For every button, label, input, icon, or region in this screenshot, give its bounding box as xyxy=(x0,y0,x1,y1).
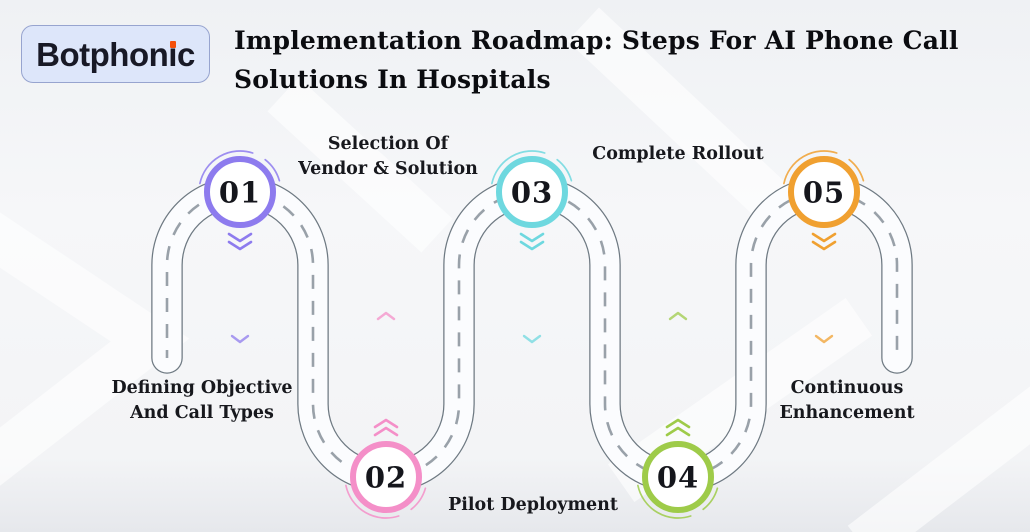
step-label-line: And Call Types xyxy=(130,402,274,423)
step-label-line: Continuous xyxy=(790,378,904,398)
step-number: 02 xyxy=(365,460,407,494)
step-circle xyxy=(788,156,860,228)
mid-chevron-up-icon xyxy=(668,311,688,321)
decor-arc xyxy=(264,158,281,182)
road-centerline xyxy=(165,190,899,479)
step-circle xyxy=(642,441,714,513)
step-number: 03 xyxy=(511,175,553,209)
logo-text-after-i: c xyxy=(176,35,195,73)
double-chevron-up-icon xyxy=(665,418,691,429)
road-edge xyxy=(151,176,913,493)
decor-arc xyxy=(410,487,427,511)
step-circle xyxy=(350,441,422,513)
logo-text-before-i: Botphon xyxy=(36,35,169,73)
page-title: Implementation Roadmap: Steps For AI Pho… xyxy=(234,21,1014,99)
step-label-04: Complete Rollout xyxy=(592,142,763,167)
decor-arc xyxy=(199,150,254,185)
double-chevron-down-icon xyxy=(811,240,837,251)
decor-arc xyxy=(491,150,546,185)
mid-chevron-down-icon xyxy=(522,334,542,344)
page-title-line1: Implementation Roadmap: Steps For AI Pho… xyxy=(234,26,959,55)
double-chevron-up-icon xyxy=(373,418,399,429)
decor-arc xyxy=(345,484,400,519)
decor-arc xyxy=(556,158,573,182)
step-02: 02 xyxy=(345,311,427,519)
steps-layer: 01 02 03 04 05 xyxy=(199,150,865,519)
step-label-line: Vendor & Solution xyxy=(298,158,478,179)
double-chevron-up-icon xyxy=(373,426,399,437)
step-circle xyxy=(204,156,276,228)
step-label-line: Enhancement xyxy=(779,402,915,423)
step-label-line: Pilot Deployment xyxy=(448,495,618,515)
decor-arc xyxy=(702,487,719,511)
mid-chevron-down-icon xyxy=(814,334,834,344)
road-surface xyxy=(152,177,912,492)
double-chevron-up-icon xyxy=(665,426,691,437)
step-number: 04 xyxy=(657,460,699,494)
step-number: 01 xyxy=(219,175,261,209)
double-chevron-down-icon xyxy=(519,232,545,243)
step-05: 05 xyxy=(783,150,865,344)
step-label-03: Pilot Deployment xyxy=(448,493,618,518)
step-label-02: Selection Of Vendor & Solution xyxy=(298,132,478,181)
decor-arc xyxy=(783,150,838,185)
road xyxy=(151,176,913,493)
step-04: 04 xyxy=(637,311,719,519)
mid-chevron-down-icon xyxy=(230,334,250,344)
double-chevron-down-icon xyxy=(519,240,545,251)
step-label-line: Selection Of xyxy=(327,134,449,154)
step-label-line: Complete Rollout xyxy=(592,144,764,164)
page-title-line2: Solutions In Hospitals xyxy=(234,65,551,94)
decor-arc xyxy=(848,158,865,182)
step-01: 01 xyxy=(199,150,281,344)
double-chevron-down-icon xyxy=(811,232,837,243)
double-chevron-down-icon xyxy=(227,232,253,243)
logo-i-dot xyxy=(169,40,176,48)
step-03: 03 xyxy=(491,150,573,344)
step-number: 05 xyxy=(803,175,845,209)
step-label-line: Defining Objective xyxy=(111,378,293,398)
logo-dotless-i: ı xyxy=(168,35,177,73)
decor-arc xyxy=(637,484,692,519)
step-circle xyxy=(496,156,568,228)
double-chevron-down-icon xyxy=(227,240,253,251)
mid-chevron-up-icon xyxy=(376,311,396,321)
